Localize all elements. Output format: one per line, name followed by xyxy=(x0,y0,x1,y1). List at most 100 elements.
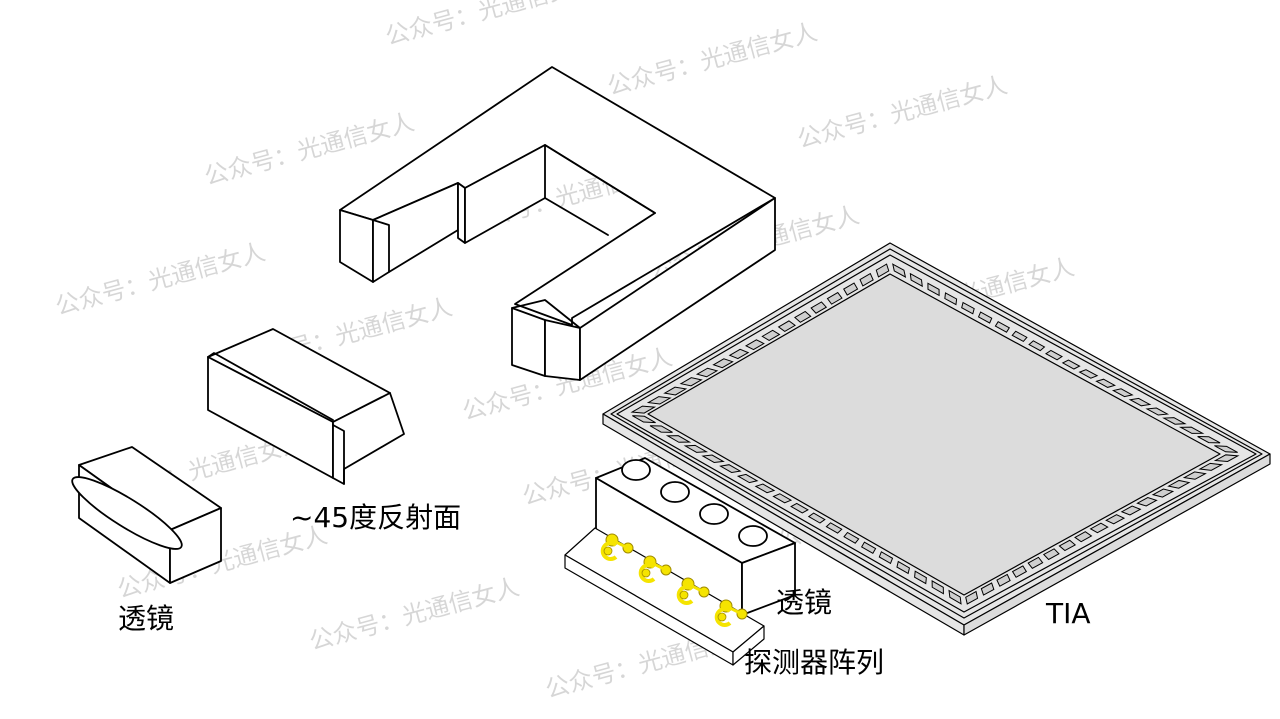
watermark-text: 公众号：光通信女人 xyxy=(201,108,417,191)
tia-bond-pad xyxy=(1128,397,1152,407)
tia-bond-pad xyxy=(927,282,940,297)
tia-bond-pad xyxy=(1213,454,1240,462)
tia-bond-pad xyxy=(931,580,944,595)
photodiode-aperture xyxy=(717,612,727,622)
tia-bond-pad xyxy=(1214,445,1238,453)
tia-bond-pad xyxy=(1011,565,1028,578)
lens-hole xyxy=(699,503,729,525)
detector-trace xyxy=(611,538,629,550)
tia-bond-pad xyxy=(1011,330,1028,343)
detector-trace xyxy=(649,560,667,572)
tia-bond-pad xyxy=(728,348,750,360)
label-lens-right: 透镜 xyxy=(776,586,832,619)
tia-bond-pad xyxy=(909,272,923,288)
tia-bond-pad xyxy=(663,386,688,396)
tia-bond-pad xyxy=(665,435,692,443)
tia-bond-pad xyxy=(646,396,672,405)
left-lens-block xyxy=(71,446,222,584)
tia-bond-pad xyxy=(1136,497,1158,507)
tia-bond-pad xyxy=(1182,471,1207,480)
tia-bond-pad xyxy=(994,321,1011,333)
tia-bond-pad xyxy=(761,329,781,342)
tia-bond-pad xyxy=(1111,388,1134,398)
photodiode-ring xyxy=(714,607,732,627)
photodiode-aperture xyxy=(641,568,651,578)
lens-hole xyxy=(660,481,690,503)
watermark-text: 公众号：光通信女人 xyxy=(604,18,820,101)
detector-trace xyxy=(687,582,705,594)
tia-bond-pad xyxy=(977,311,993,324)
label-lens-left: 透镜 xyxy=(118,602,174,635)
tia-bond-pad xyxy=(826,291,843,305)
label-tia: TIA xyxy=(1045,597,1091,630)
tia-bond-pad xyxy=(719,464,742,474)
watermark-text: 公众号：光通信女人 xyxy=(382,0,598,51)
detector-trace xyxy=(725,604,743,616)
label-detector-array: 探测器阵列 xyxy=(744,646,884,679)
tia-bond-pad xyxy=(1074,531,1093,543)
tia-bond-pad xyxy=(1167,479,1191,489)
tia-bond-pad xyxy=(1061,359,1081,370)
watermark-text: 公众号：光通信女人 xyxy=(306,573,522,656)
photodiode-ring xyxy=(600,541,618,561)
tia-bond-pad xyxy=(980,582,995,596)
lens-array-holes xyxy=(621,459,768,547)
tia-bond-pad xyxy=(1120,505,1142,516)
tia-bond-pad xyxy=(961,301,975,315)
tia-bond-pad xyxy=(649,425,673,433)
tia-bond-pad xyxy=(944,292,958,306)
tia-bond-pad xyxy=(1095,378,1116,388)
tia-bond-pad xyxy=(1028,340,1046,352)
tia-bond-pad xyxy=(1162,417,1187,425)
tia-bond-pad xyxy=(1105,514,1126,525)
mirror-block xyxy=(207,328,405,485)
photodiode-aperture xyxy=(679,590,689,600)
tia-bond-pad xyxy=(1145,407,1170,416)
tia-bond-pad xyxy=(914,570,927,585)
tia-bond-pad xyxy=(632,415,656,424)
detector-array xyxy=(564,527,765,666)
tia-bond-pad xyxy=(843,282,859,296)
label-mirror: ~45度反射面 xyxy=(290,501,461,534)
tia-bond-pad xyxy=(1042,548,1060,561)
lens-hole xyxy=(621,459,651,481)
tia-bond-pad xyxy=(1027,556,1044,569)
tia-bond-pad xyxy=(896,560,911,575)
tia-bond-pad xyxy=(892,263,907,278)
tia-bond-pad xyxy=(1197,436,1221,444)
tia-bond-pad xyxy=(701,454,725,463)
tia-bond-pad xyxy=(630,405,657,414)
tia-bond-pad xyxy=(1078,369,1099,379)
tia-bond-pad xyxy=(745,339,765,351)
watermark-text: 公众号：光通信女人 xyxy=(794,71,1010,154)
tia-bond-pad xyxy=(695,367,719,378)
tia-bond-pad xyxy=(1198,462,1224,471)
photodiode-ring xyxy=(638,563,656,583)
tia-bond-pad xyxy=(878,551,894,565)
u-shaped-housing xyxy=(339,66,776,381)
tia-bond-pad xyxy=(948,589,962,605)
tia-bond-pad xyxy=(825,522,843,534)
tia-bond-pad xyxy=(772,493,793,504)
tia-bond-pad xyxy=(807,512,826,524)
tia-bond-pad xyxy=(1151,488,1175,498)
tia-bond-pad xyxy=(1178,426,1205,434)
tia-bond-pad xyxy=(860,541,877,554)
tia-bond-pad xyxy=(683,444,709,453)
tia-chip xyxy=(602,242,1271,636)
tia-bond-pad xyxy=(1089,522,1109,534)
lens-hole xyxy=(738,525,768,547)
tia-bond-pad xyxy=(965,590,979,605)
photodiode-aperture xyxy=(603,546,613,556)
tia-bond-pad xyxy=(1044,349,1063,361)
tia-bond-pad xyxy=(790,502,809,514)
tia-bond-pad xyxy=(777,320,796,332)
tia-bond-pad xyxy=(736,473,759,484)
tia-pad-ring xyxy=(630,263,1240,605)
tia-bond-pad xyxy=(754,483,776,494)
tia-bond-pad xyxy=(712,358,734,369)
photodiode-elements xyxy=(600,533,748,627)
tia-bond-pad xyxy=(996,573,1011,587)
tia-bond-pad xyxy=(1058,539,1077,552)
